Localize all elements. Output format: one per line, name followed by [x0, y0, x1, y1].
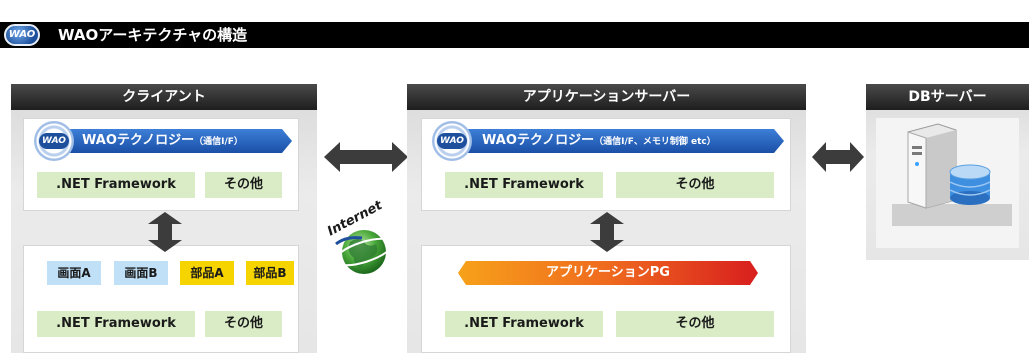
appserver-other-bottom: その他 [616, 311, 774, 337]
appserver-wao-card: WAOテクノロジー（通信I/F、メモリ制御 etc） WAO .NET Fram… [421, 118, 791, 211]
screen-a: 画面A [47, 261, 101, 285]
wao-logo-icon: WAO [34, 121, 74, 161]
client-app-card: 画面A 画面B 部品A 部品B .NET Framework その他 [23, 245, 299, 353]
wao-logo-icon: WAO [432, 121, 472, 161]
client-wao-card: WAOテクノロジー（通信I/F） WAO .NET Framework その他 [23, 118, 299, 211]
appserver-wao-technology-bar: WAOテクノロジー（通信I/F、メモリ制御 etc） [452, 129, 784, 153]
db-server-panel-header: DBサーバー [866, 84, 1029, 110]
client-wao-label: WAOテクノロジー [82, 133, 195, 148]
client-vertical-double-arrow [148, 212, 182, 252]
client-net-framework: .NET Framework [37, 172, 195, 198]
title-bar [0, 22, 1029, 48]
client-other: その他 [205, 172, 282, 198]
client-wao-sub-label: （通信I/F） [194, 137, 243, 147]
application-pg-bar: アプリケーションPG [458, 261, 758, 285]
appserver-wao-label: WAOテクノロジー [482, 133, 595, 148]
page-title: WAOアーキテクチャの構造 [58, 26, 248, 44]
part-b: 部品B [246, 261, 294, 285]
appserver-net-framework-bottom: .NET Framework [445, 311, 603, 337]
db-server-panel: DBサーバー [866, 84, 1029, 260]
appserver-db-double-arrow [812, 142, 864, 172]
server-database-icon [907, 123, 991, 209]
internet-globe-icon [334, 230, 394, 274]
db-server-shelf [892, 204, 1012, 226]
app-server-panel-header: アプリケーションサーバー [407, 84, 806, 110]
part-a: 部品A [180, 261, 234, 285]
appserver-wao-sub-label: （通信I/F、メモリ制御 etc） [594, 137, 716, 147]
screen-b: 画面B [114, 261, 168, 285]
appserver-vertical-double-arrow [590, 212, 624, 252]
client-wao-technology-bar: WAOテクノロジー（通信I/F） [54, 129, 292, 153]
wao-logo-icon: WAO [4, 24, 40, 46]
client-net-framework-bottom: .NET Framework [37, 311, 195, 337]
appserver-app-card: アプリケーションPG .NET Framework その他 [421, 245, 791, 353]
appserver-other: その他 [616, 172, 774, 198]
client-panel: クライアント WAOテクノロジー（通信I/F） WAO .NET Framewo… [11, 84, 317, 353]
client-appserver-double-arrow [324, 142, 408, 172]
app-server-panel: アプリケーションサーバー WAOテクノロジー（通信I/F、メモリ制御 etc） … [407, 84, 806, 353]
appserver-net-framework: .NET Framework [445, 172, 603, 198]
client-panel-header: クライアント [11, 84, 317, 110]
client-other-bottom: その他 [205, 311, 282, 337]
